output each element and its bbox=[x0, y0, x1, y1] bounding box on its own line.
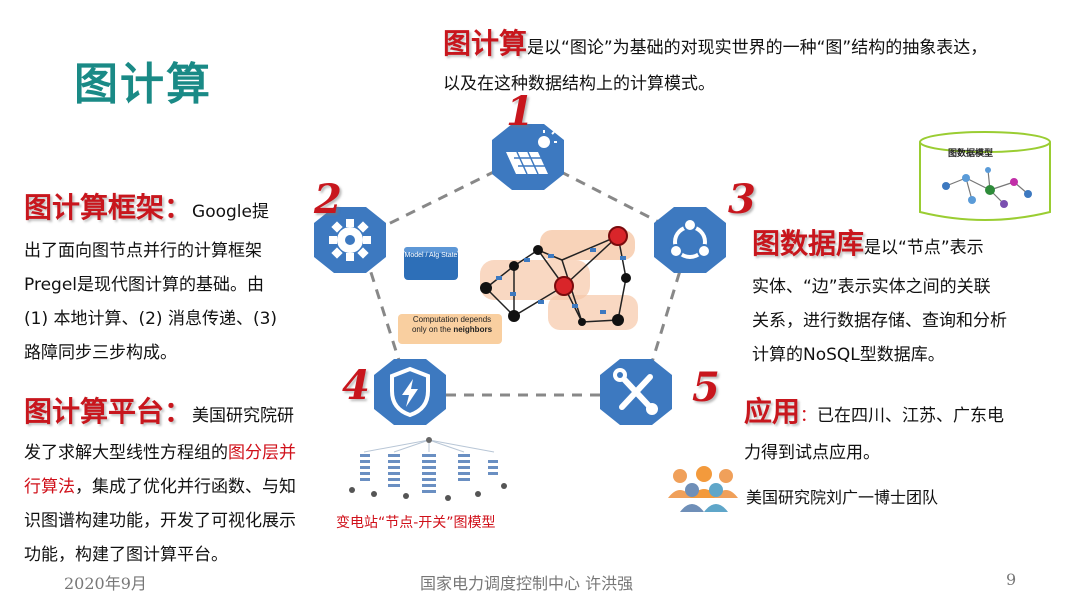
wrench-screwdriver-icon bbox=[600, 359, 672, 425]
substation-graph-figure bbox=[349, 437, 507, 501]
application-line1-tail: 已在四川、江苏、广东电 bbox=[817, 406, 1005, 426]
database-line1-tail: 是以“节点”表示 bbox=[864, 238, 984, 258]
callout-line2-a: only on the bbox=[411, 325, 454, 334]
framework-title: 图计算框架： bbox=[24, 191, 193, 224]
callout-text: Computation depends only on the neighbor… bbox=[400, 315, 504, 335]
network-figure bbox=[480, 226, 638, 330]
team-label: 美国研究院刘广一博士团队 bbox=[746, 488, 939, 507]
database-line: 关系，进行数据存储、查询和分析 bbox=[752, 311, 1007, 331]
platform-line2-red: 图分层并 bbox=[228, 443, 296, 463]
platform-line3b: ，集成了优化并行函数、与知 bbox=[75, 477, 296, 497]
callout-line1: Computation depends bbox=[412, 315, 492, 324]
page-title: 图计算 bbox=[74, 59, 212, 110]
intro-line2: 以及在这种数据结构上的计算模式。 bbox=[443, 74, 715, 94]
framework-block: 图计算框架：Google提 出了面向图节点并行的计算框架 Pregel是现代图计… bbox=[24, 186, 314, 370]
database-block: 图数据库是以“节点”表示 实体、“边”表示实体之间的关联 关系，进行数据存储、查… bbox=[752, 222, 1052, 372]
framework-line: 路障同步三步构成。 bbox=[24, 343, 177, 363]
framework-line: Pregel是现代图计算的基础。由 bbox=[24, 275, 264, 295]
share-network-icon bbox=[654, 207, 726, 273]
footer-date: 2020年9月 bbox=[64, 574, 147, 593]
model-state-text: Model / Alg State bbox=[404, 252, 458, 259]
model-state-box bbox=[404, 247, 458, 280]
step-number-2: 2 bbox=[314, 176, 342, 223]
gear-icon bbox=[314, 207, 386, 273]
framework-line: (1) 本地计算、(2) 消息传递、(3) bbox=[24, 309, 278, 329]
step-number-3: 3 bbox=[728, 176, 756, 223]
graph-db-cylinder bbox=[919, 131, 1051, 221]
platform-line1-tail: 美国研究院研 bbox=[192, 406, 295, 426]
database-line: 实体、“边”表示实体之间的关联 bbox=[752, 277, 991, 297]
footer-page: 9 bbox=[1006, 570, 1017, 589]
platform-title: 图计算平台： bbox=[24, 395, 193, 428]
footer-center: 国家电力调度控制中心 许洪强 bbox=[420, 574, 634, 593]
application-title: 应用 bbox=[744, 395, 801, 428]
framework-line1-tail: Google提 bbox=[192, 202, 269, 222]
solar-panel-icon bbox=[492, 124, 564, 190]
application-line2: 力得到试点应用。 bbox=[744, 443, 880, 463]
intro-term: 图计算 bbox=[443, 27, 528, 60]
intro-block: 图计算是以“图论”为基础的对现实世界的一种“图”结构的抽象表达， 以及在这种数据… bbox=[443, 24, 1063, 100]
intro-line1: 是以“图论”为基础的对现实世界的一种“图”结构的抽象表达， bbox=[527, 38, 988, 58]
callout-line2-b: neighbors bbox=[453, 325, 493, 334]
db-model-label: 图数据模型 bbox=[948, 149, 994, 159]
step-number-1: 1 bbox=[506, 88, 534, 135]
platform-line3-red: 行算法 bbox=[24, 477, 75, 497]
platform-line: 功能，构建了图计算平台。 bbox=[24, 545, 228, 565]
database-title: 图数据库 bbox=[752, 227, 865, 260]
substation-caption: 变电站“节点-开关”图模型 bbox=[336, 515, 496, 531]
framework-line: 出了面向图节点并行的计算框架 bbox=[24, 241, 262, 261]
neighbors-callout bbox=[398, 314, 502, 344]
platform-block: 图计算平台：美国研究院研 发了求解大型线性方程组的图分层并 行算法，集成了优化并… bbox=[24, 392, 344, 572]
platform-line: 识图谱构建功能，开发了可视化展示 bbox=[24, 511, 296, 531]
people-group-icon bbox=[668, 466, 738, 512]
shield-lightning-icon bbox=[374, 359, 446, 425]
step-number-5: 5 bbox=[692, 364, 720, 411]
application-block: 应用：已在四川、江苏、广东电 力得到试点应用。 bbox=[744, 392, 1064, 470]
platform-line2a: 发了求解大型线性方程组的 bbox=[24, 443, 228, 463]
step-number-4: 4 bbox=[342, 362, 370, 409]
application-colon: ： bbox=[800, 406, 818, 426]
database-line: 计算的NoSQL型数据库。 bbox=[752, 345, 945, 365]
pentagon-diagram bbox=[358, 153, 692, 397]
